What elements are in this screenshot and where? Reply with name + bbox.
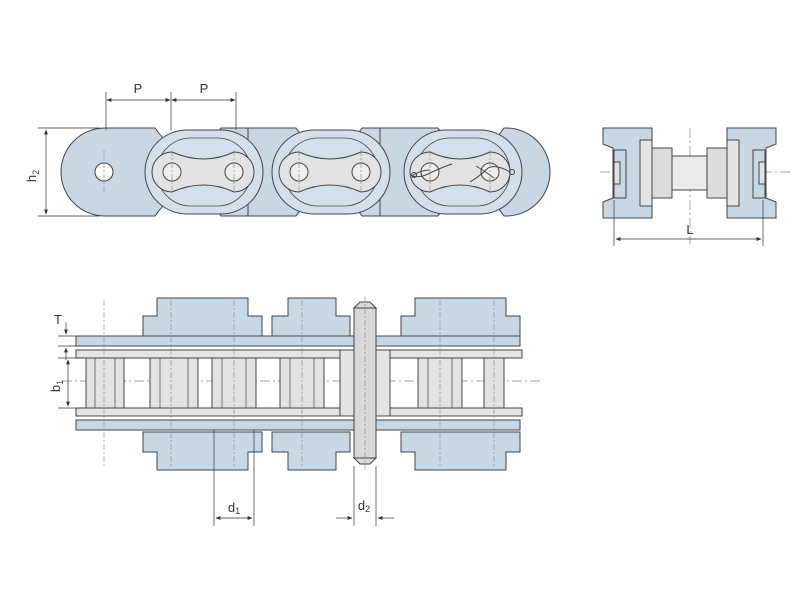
pin-diameter-dimension: [336, 466, 394, 526]
height-dimension: [38, 127, 100, 217]
inner-width-label: b1: [48, 380, 65, 392]
outer-strip-top: [75, 335, 521, 347]
svg-text:h2: h2: [24, 170, 41, 182]
svg-text:b1: b1: [48, 380, 65, 392]
link-plates-front: [151, 151, 511, 193]
roller-diameter-label: d1: [228, 500, 240, 516]
chain-side-view: [600, 127, 790, 244]
pitch-dimension: [105, 92, 237, 130]
chain-plan-view: [62, 296, 540, 471]
outer-plates-plan: [142, 297, 521, 471]
inner-plates-front: [144, 129, 523, 215]
inner-strip-top: [75, 349, 523, 359]
chain-front-view: [60, 127, 551, 217]
pitch-label-left: P: [134, 81, 143, 96]
inner-width-dimension: [58, 357, 84, 409]
length-label: L: [686, 222, 693, 237]
inner-strip-bottom: [75, 407, 523, 417]
pitch-label-right: P: [200, 81, 209, 96]
roller-diameter-dimension: [213, 430, 255, 526]
rollers-plan: [85, 357, 505, 409]
outer-strip-bottom: [75, 419, 521, 431]
length-dimension: [613, 200, 764, 246]
pin-diameter-label: d2: [358, 498, 370, 514]
cotter-pins-front: [411, 163, 515, 183]
thickness-label: T: [54, 312, 62, 327]
height-label: h2: [24, 170, 41, 182]
